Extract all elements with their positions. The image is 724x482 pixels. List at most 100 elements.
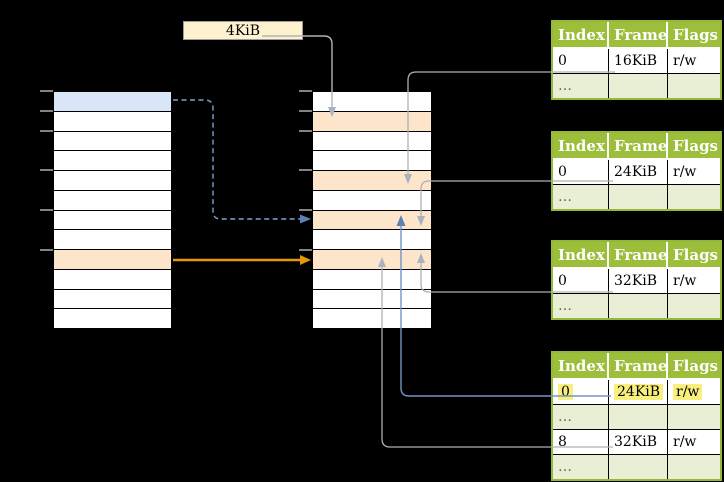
header-cell-index: Index xyxy=(553,242,609,267)
page-table-header: Index Frame Flags xyxy=(553,133,720,160)
memory-row xyxy=(54,190,171,211)
cell-frame: 24KiB xyxy=(609,380,668,404)
table-row: … xyxy=(553,73,720,98)
cell-frame: 24KiB xyxy=(609,160,668,184)
highlight: 24KiB xyxy=(614,384,664,400)
memory-row xyxy=(54,269,171,290)
physical-memory-column xyxy=(312,91,432,329)
memory-row xyxy=(313,250,431,270)
memory-row xyxy=(313,210,431,231)
memory-row xyxy=(54,92,171,112)
virtual-memory-column xyxy=(53,91,172,329)
cell-flags xyxy=(668,405,720,429)
memory-row xyxy=(313,190,431,211)
cell-index: 0 xyxy=(553,380,609,404)
cell-flags: r/w xyxy=(673,434,697,450)
connector-virtual-page-to-frame-dashed xyxy=(173,99,300,220)
cell-frame xyxy=(609,294,668,318)
cell-frame xyxy=(609,405,668,429)
memory-row xyxy=(313,151,431,171)
table-row: … xyxy=(553,293,720,318)
cell-frame: 16KiB xyxy=(609,49,668,73)
cell-frame xyxy=(609,455,668,479)
cell-flags xyxy=(668,74,720,98)
memory-row xyxy=(313,289,431,310)
memory-row xyxy=(313,269,431,290)
header-cell-index: Index xyxy=(553,133,609,158)
frame-size-label: 4KiB xyxy=(183,21,303,40)
table-row: 0 24KiB r/w xyxy=(553,160,720,184)
memory-row xyxy=(54,151,171,171)
cell-index: 0 xyxy=(553,49,609,73)
table-row: 0 32KiB r/w xyxy=(553,269,720,293)
cell-flags: r/w xyxy=(668,380,720,404)
table-row: … xyxy=(553,184,720,209)
cell-index: … xyxy=(553,405,609,429)
cell-index: 0 xyxy=(553,160,609,184)
header-cell-index: Index xyxy=(553,353,609,378)
address-tick xyxy=(299,90,312,92)
cell-index: … xyxy=(553,294,609,318)
cell-flags: r/w xyxy=(673,164,697,180)
header-cell-flags: Flags xyxy=(673,136,718,155)
address-tick xyxy=(40,169,53,172)
address-tick xyxy=(299,169,312,172)
header-cell-frame: Frame xyxy=(609,22,668,47)
cell-frame xyxy=(609,74,668,98)
cell-flags: r/w xyxy=(673,53,697,69)
address-tick xyxy=(299,248,312,251)
cell-flags xyxy=(668,294,720,318)
cell-frame: 32KiB xyxy=(609,430,668,454)
memory-row xyxy=(313,171,431,191)
address-tick xyxy=(40,129,53,132)
table-row: 0 16KiB r/w xyxy=(553,49,720,73)
header-cell-index: Index xyxy=(553,22,609,47)
address-tick xyxy=(299,109,312,112)
table-row: … xyxy=(553,454,720,479)
address-tick xyxy=(299,209,312,211)
memory-row xyxy=(54,171,171,191)
cell-frame: 32KiB xyxy=(609,269,668,293)
table-row: 8 32KiB r/w xyxy=(553,429,720,454)
page-table-2: Index Frame Flags 0 24KiB r/w … xyxy=(551,131,722,211)
header-cell-frame: Frame xyxy=(609,353,668,378)
memory-row xyxy=(54,210,171,231)
memory-row xyxy=(54,309,171,328)
cell-flags xyxy=(668,455,720,479)
header-cell-frame: Frame xyxy=(609,133,668,158)
page-table-1: Index Frame Flags 0 16KiB r/w … xyxy=(551,20,722,100)
table-row-highlighted: 0 24KiB r/w xyxy=(553,380,720,404)
memory-row xyxy=(313,92,431,112)
page-table-header: Index Frame Flags xyxy=(553,22,720,49)
cell-frame xyxy=(609,185,668,209)
memory-row xyxy=(54,250,171,270)
memory-row xyxy=(54,230,171,250)
cell-index: … xyxy=(553,74,609,98)
memory-row xyxy=(313,131,431,152)
header-cell-flags: Flags xyxy=(673,356,718,375)
memory-row xyxy=(54,111,171,132)
cell-index: … xyxy=(553,185,609,209)
header-cell-flags: Flags xyxy=(673,25,718,44)
memory-row xyxy=(54,289,171,310)
memory-row xyxy=(313,230,431,250)
cell-index: 8 xyxy=(553,430,609,454)
table-row: … xyxy=(553,404,720,429)
highlight: 0 xyxy=(558,384,573,400)
cell-flags: r/w xyxy=(673,273,697,289)
page-table-3: Index Frame Flags 0 32KiB r/w … xyxy=(551,240,722,320)
cell-flags xyxy=(668,185,720,209)
address-tick xyxy=(40,209,53,211)
memory-row xyxy=(54,131,171,152)
header-cell-flags: Flags xyxy=(673,245,718,264)
cell-index: 0 xyxy=(553,269,609,293)
address-tick xyxy=(40,248,53,251)
address-tick xyxy=(40,90,53,92)
page-table-header: Index Frame Flags xyxy=(553,353,720,380)
page-table-header: Index Frame Flags xyxy=(553,242,720,269)
arrowhead-right-icon xyxy=(300,214,311,224)
memory-row xyxy=(313,111,431,132)
header-cell-frame: Frame xyxy=(609,242,668,267)
cell-index: … xyxy=(553,455,609,479)
